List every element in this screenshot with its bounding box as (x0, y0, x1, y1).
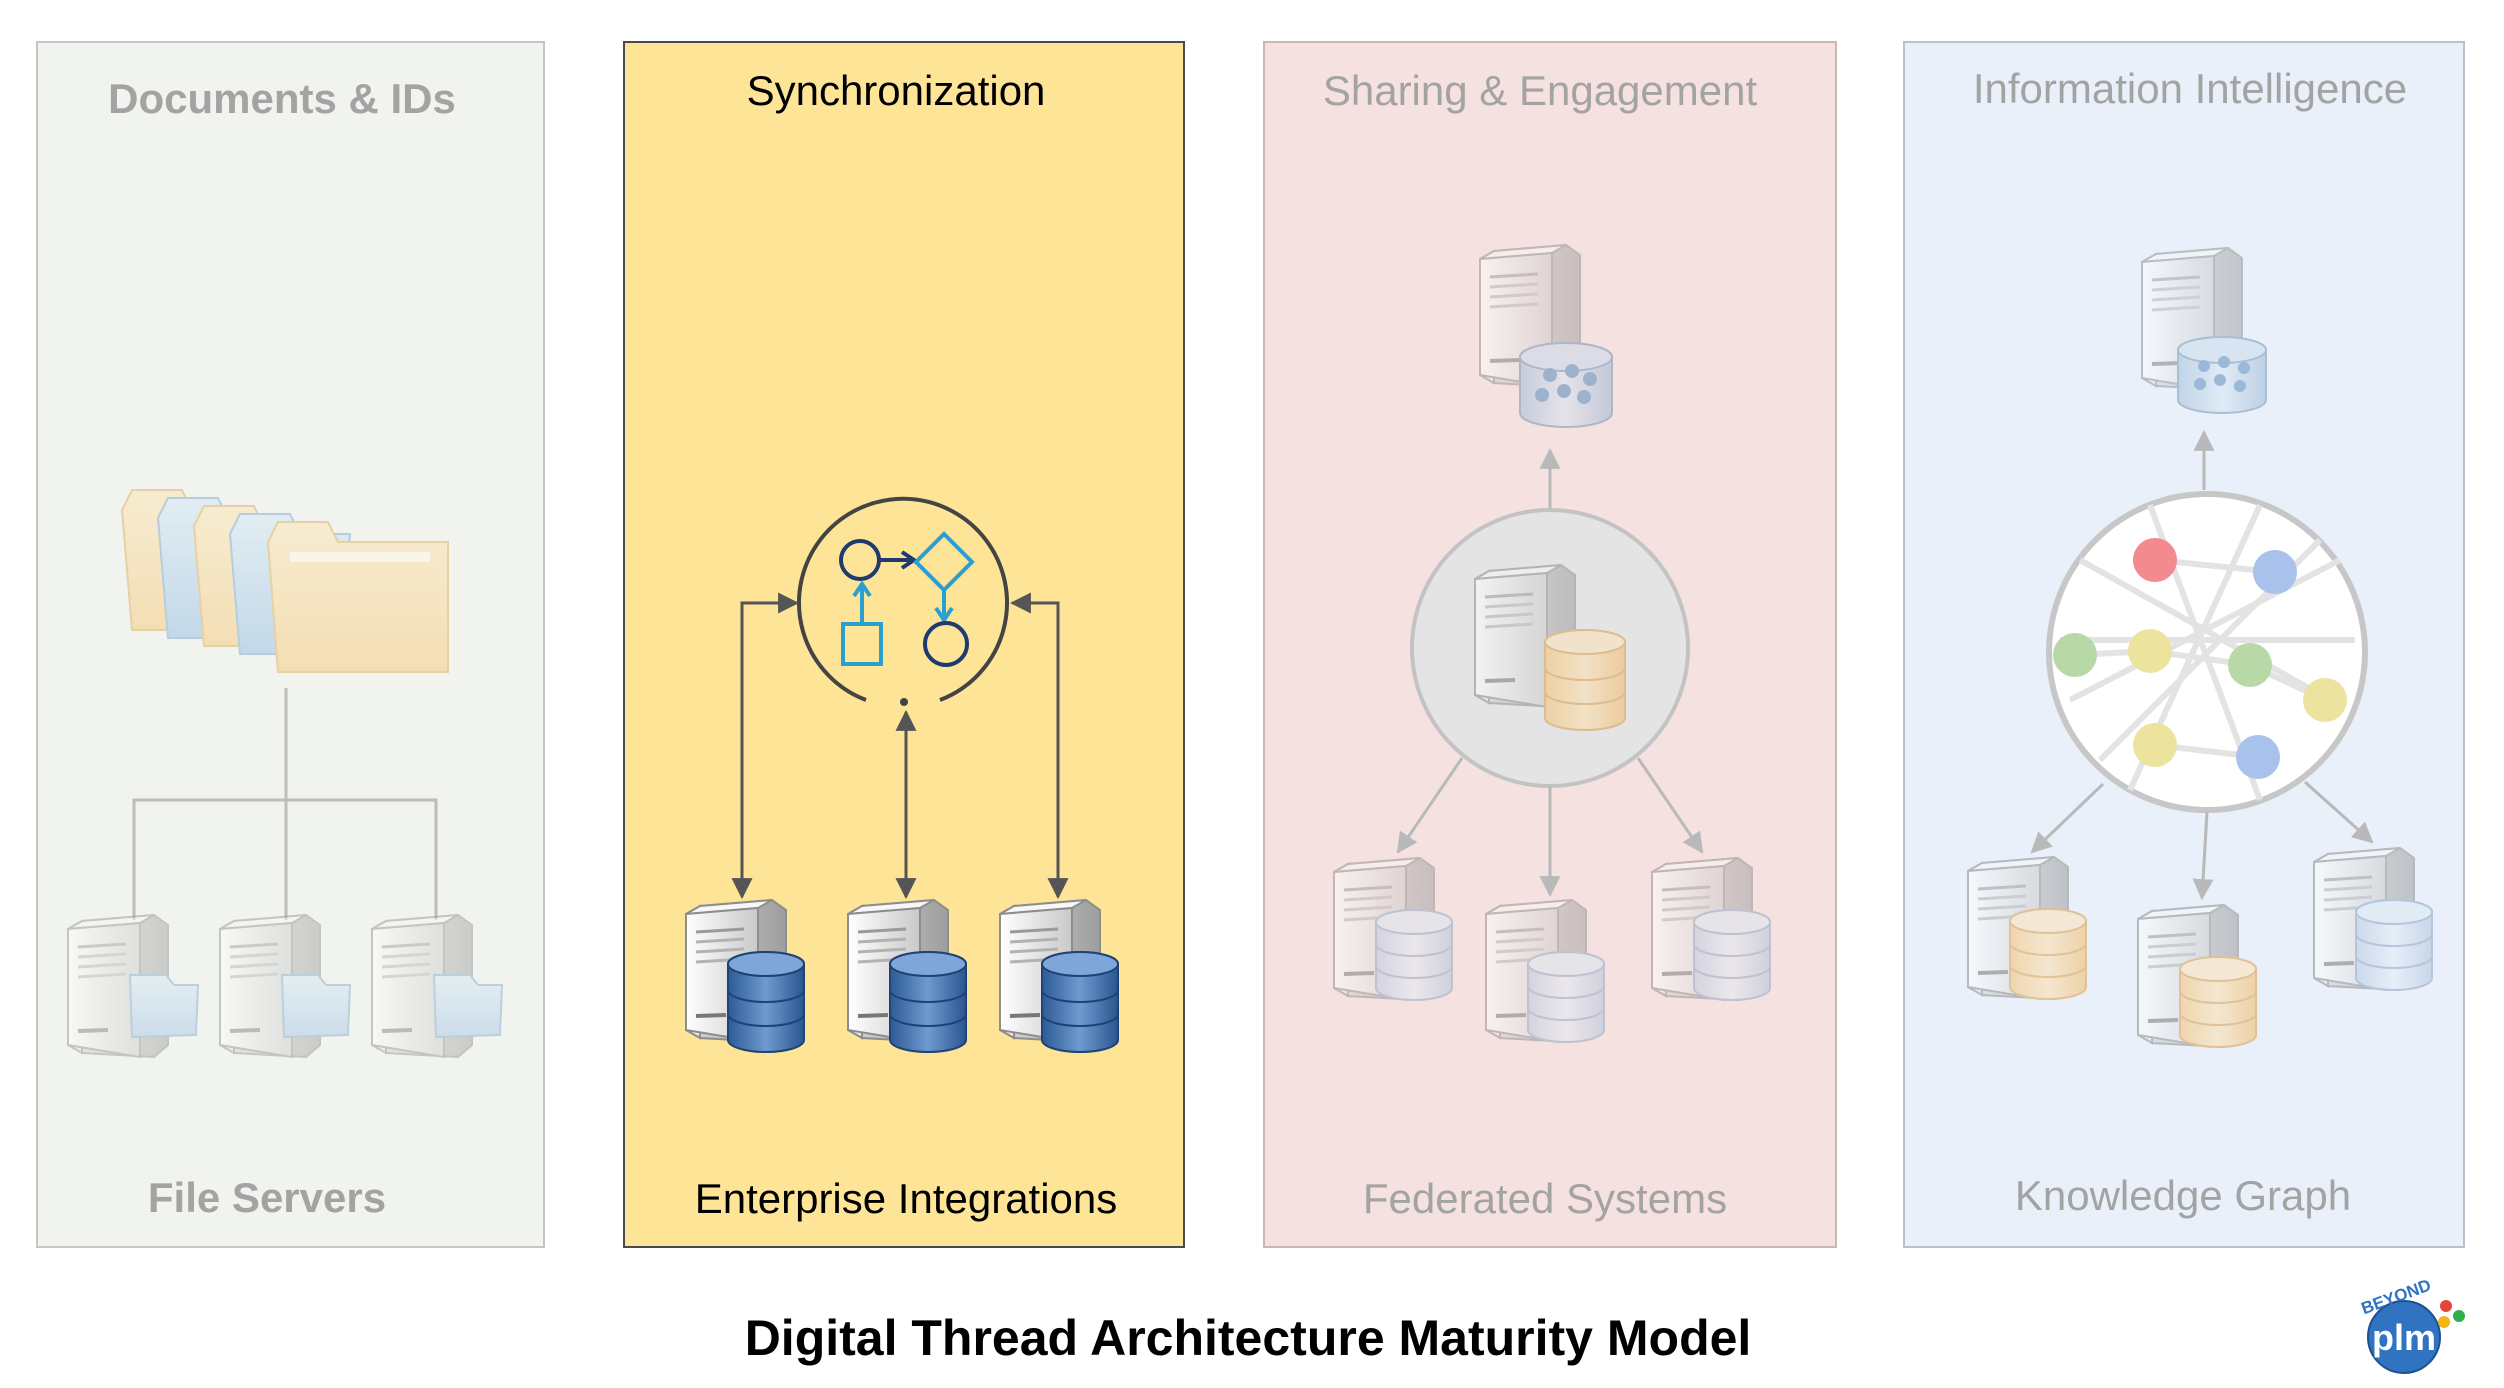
stage-2-top-label: Synchronization (747, 67, 1046, 114)
graph-node-blue-1 (2253, 550, 2297, 594)
stage-4-top-label: Information Intelligence (1973, 65, 2407, 112)
graph-server-2 (2136, 903, 2257, 1049)
graph-server-1 (1966, 855, 2087, 1001)
integration-server-1 (684, 898, 805, 1053)
stage-1-top-label: Documents & IDs (108, 75, 456, 122)
stage-4-bottom-label: Knowledge Graph (2015, 1172, 2351, 1219)
graph-node-yellow-2 (2303, 678, 2347, 722)
federated-top-server (1478, 243, 1613, 428)
stage-2-bottom-label: Enterprise Integrations (695, 1175, 1118, 1222)
stage-1-bottom-label: File Servers (148, 1174, 386, 1221)
beyond-plm-logo: plm BEYOND (2359, 1275, 2465, 1374)
file-server-3 (370, 913, 504, 1059)
federated-hub-icon (1410, 508, 1690, 788)
file-server-connectors (132, 688, 438, 920)
graph-node-green-2 (2228, 643, 2272, 687)
graph-node-red (2133, 538, 2177, 582)
stage-3-bottom-label: Federated Systems (1363, 1175, 1727, 1222)
federated-down-connectors (1396, 757, 1704, 898)
file-server-1 (66, 913, 200, 1059)
integration-server-2 (846, 898, 967, 1053)
graph-node-blue-2 (2236, 735, 2280, 779)
integration-server-3 (998, 898, 1119, 1053)
graph-top-server (2140, 246, 2267, 414)
knowledge-graph-icon (2046, 491, 2368, 813)
graph-server-3 (2312, 846, 2433, 992)
file-server-2 (218, 913, 352, 1059)
workflow-icon (797, 496, 1009, 706)
stage-panel-2 (623, 41, 1185, 1248)
graph-node-yellow-3 (2133, 723, 2177, 767)
logo-main-text: plm (2372, 1317, 2436, 1358)
sync-connectors (731, 592, 1069, 900)
federated-server-1 (1332, 856, 1453, 1002)
graph-down-connectors (2030, 780, 2374, 901)
stage-3-top-label: Sharing & Engagement (1323, 67, 1758, 114)
federated-server-2 (1484, 898, 1605, 1044)
folders-icon (120, 489, 449, 673)
graph-node-yellow-1 (2128, 629, 2172, 673)
federated-server-3 (1650, 856, 1771, 1002)
diagram-title: Digital Thread Architecture Maturity Mod… (745, 1310, 1752, 1366)
graph-node-green-1 (2053, 633, 2097, 677)
